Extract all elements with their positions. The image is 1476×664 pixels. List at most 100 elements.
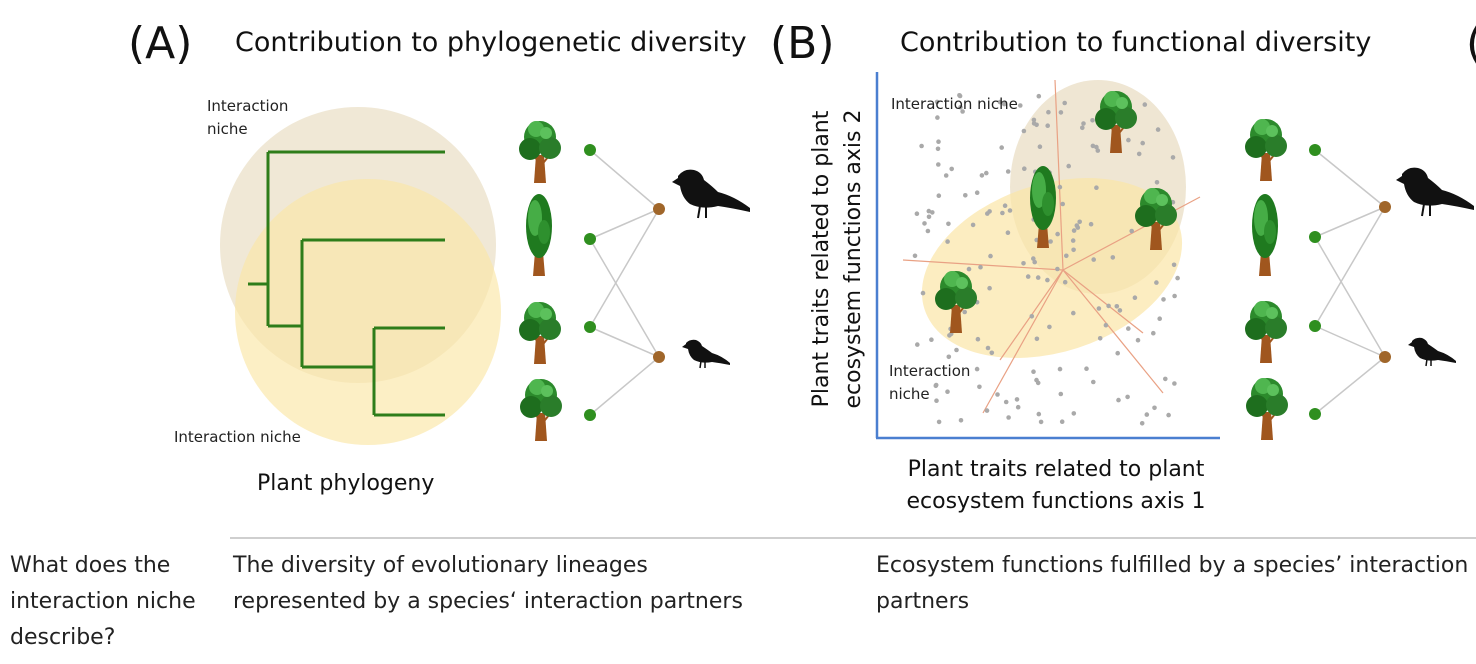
trait-point (926, 214, 932, 220)
trait-point (1172, 381, 1177, 386)
trait-point (1006, 415, 1011, 420)
trait-point (949, 166, 954, 172)
niche-label-top-a: Interaction niche (207, 97, 289, 138)
trait-point (1062, 279, 1068, 285)
trait-point (954, 347, 959, 353)
trait-point (999, 145, 1004, 150)
trait-point (1080, 125, 1085, 131)
trait-point (922, 221, 927, 226)
row-question: What does the interaction niche describe… (10, 553, 196, 650)
panel-a-label: (A) (128, 18, 193, 69)
bird-node (653, 203, 665, 215)
trait-point (958, 105, 963, 110)
trait-point (1091, 379, 1096, 385)
trait-point (1018, 103, 1023, 108)
tree-icon (518, 301, 562, 365)
trait-point (1038, 419, 1044, 425)
plant-node (584, 144, 596, 156)
trait-point (1103, 322, 1109, 328)
trait-point (914, 211, 920, 216)
trait-point (1005, 230, 1011, 235)
niche-label-bottom-a: Interaction niche (174, 428, 301, 446)
trait-point (933, 383, 939, 389)
answer-functional: Ecosystem functions fulfilled by a speci… (876, 553, 1469, 614)
trait-axes (875, 72, 1220, 440)
niche-yellow-circle (235, 179, 501, 445)
trait-point (1152, 405, 1157, 411)
trait-point (958, 418, 964, 423)
trait-point (929, 337, 934, 343)
trait-point (1025, 274, 1031, 279)
bird-node (1379, 201, 1391, 213)
tree-icon (1244, 300, 1288, 364)
trait-point (1055, 231, 1060, 237)
trait-point (1058, 391, 1064, 397)
trait-arrows (902, 79, 1201, 414)
trait-point (1081, 121, 1086, 126)
panel-c-label: ( (1466, 18, 1476, 69)
trait-point (984, 408, 990, 413)
trait-point (1005, 169, 1011, 174)
trait-point (936, 193, 942, 198)
tree-icon (1252, 194, 1278, 276)
trait-point (945, 239, 950, 244)
tree-icon (1245, 377, 1289, 441)
trait-point (1154, 180, 1160, 185)
bird-node (1379, 351, 1391, 363)
trait-point (1031, 256, 1036, 261)
trait-point (1071, 247, 1076, 253)
trait-point (1096, 306, 1102, 311)
trait-point (1035, 275, 1041, 280)
trait-point (920, 290, 926, 296)
figure-canvas (220, 72, 1475, 445)
trait-point (1060, 201, 1065, 207)
trait-point (1058, 110, 1064, 115)
trait-point (1022, 166, 1027, 171)
bird-small-icon (681, 339, 731, 369)
trait-point (1091, 257, 1096, 262)
trait-point (912, 253, 918, 259)
trait-point (974, 366, 980, 372)
trait-point (1090, 118, 1095, 123)
trait-point (1057, 184, 1063, 190)
trait-point (1048, 239, 1053, 244)
trait-point (1114, 304, 1120, 309)
trait-point (988, 253, 993, 259)
trait-point (1140, 140, 1145, 146)
trait-point (1155, 127, 1161, 132)
trait-point (1036, 93, 1042, 99)
trait-point (1132, 295, 1138, 301)
trait-point (1090, 143, 1096, 149)
trait-point (1139, 421, 1145, 426)
trait-point (966, 266, 972, 272)
trait-point (1172, 293, 1177, 299)
trait-point (1071, 411, 1077, 416)
panel-a-title: Contribution to phylogenetic diversity (235, 27, 747, 58)
trait-point (970, 222, 976, 228)
plant-node (1309, 231, 1321, 243)
bird-large-icon (1395, 166, 1475, 217)
trait-point (1151, 330, 1156, 336)
trait-point (989, 350, 995, 356)
trait-point (1031, 117, 1037, 123)
trait-point (943, 173, 949, 178)
phylogeny-tree (248, 150, 445, 417)
trait-point (987, 285, 992, 291)
trait-point (1115, 350, 1120, 356)
trait-point (1034, 336, 1040, 342)
trait-point (1135, 337, 1141, 343)
trait-point (1007, 208, 1013, 213)
trait-point (1175, 275, 1180, 281)
phylogeny-label: Plant phylogeny (257, 471, 435, 496)
trait-point (995, 392, 1000, 397)
trait-point (936, 162, 941, 167)
plant-node (1309, 144, 1321, 156)
trait-point (1045, 123, 1050, 128)
trait-point (1003, 399, 1009, 405)
niche-label-bottom-b: Interaction niche (889, 362, 971, 403)
trait-point (1002, 203, 1008, 208)
trait-point (935, 146, 941, 152)
trait-point (1129, 228, 1134, 234)
trait-point (1157, 316, 1162, 322)
trait-point (1161, 297, 1166, 302)
